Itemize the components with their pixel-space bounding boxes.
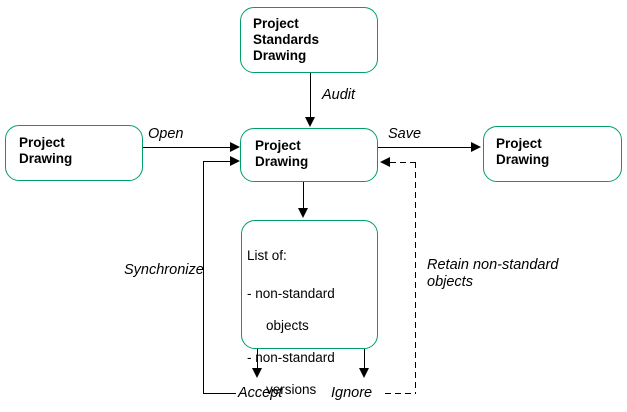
box-project-standards-drawing: Project Standards Drawing — [240, 7, 378, 73]
ignore-arrow-line — [364, 349, 365, 368]
label-ignore: Ignore — [331, 385, 373, 401]
label-open: Open — [148, 126, 184, 142]
list-title: List of: — [247, 248, 287, 263]
label-synchronize: Synchronize — [124, 262, 204, 278]
open-arrow-line — [143, 147, 230, 148]
box-project-drawing-right: Project Drawing — [483, 126, 622, 182]
list-item: - non-standard — [247, 286, 335, 301]
box-project-drawing-left: Project Drawing — [5, 125, 143, 181]
list-item: - non-standard — [247, 350, 335, 365]
retain-top-dashed-line — [390, 162, 415, 163]
box-list-of-nonstandard: List of: - non-standard objects - non-st… — [241, 220, 378, 397]
label-audit: Audit — [322, 87, 356, 103]
open-arrowhead-right-icon — [230, 142, 240, 152]
retain-vertical-dashed-line — [415, 162, 416, 394]
label-save: Save — [388, 126, 422, 142]
accept-arrowhead-down-icon — [252, 368, 262, 378]
list-item-wrap: objects — [266, 318, 309, 333]
audit-arrow-line — [310, 73, 311, 117]
accept-arrow-line — [257, 349, 258, 368]
synchronize-top-line — [203, 161, 230, 162]
save-arrowhead-right-icon — [471, 142, 481, 152]
label-accept: Accept — [238, 385, 283, 401]
center-to-list-arrowhead-down-icon — [298, 208, 308, 218]
box-project-drawing-center: Project Drawing — [240, 128, 378, 182]
ignore-arrowhead-down-icon — [359, 368, 369, 378]
list-item-wrap: versions — [266, 382, 317, 397]
synchronize-vertical-line — [203, 161, 204, 394]
audit-arrowhead-down-icon — [305, 117, 315, 127]
retain-arrowhead-left-icon — [380, 157, 390, 167]
label-retain-non-standard-objects: Retain non-standard objects — [427, 257, 559, 290]
center-to-list-line — [303, 182, 304, 208]
synchronize-bottom-line — [203, 393, 236, 394]
synchronize-arrowhead-right-icon — [230, 156, 240, 166]
save-arrow-line — [378, 147, 471, 148]
retain-bottom-dashed-line — [385, 393, 416, 394]
